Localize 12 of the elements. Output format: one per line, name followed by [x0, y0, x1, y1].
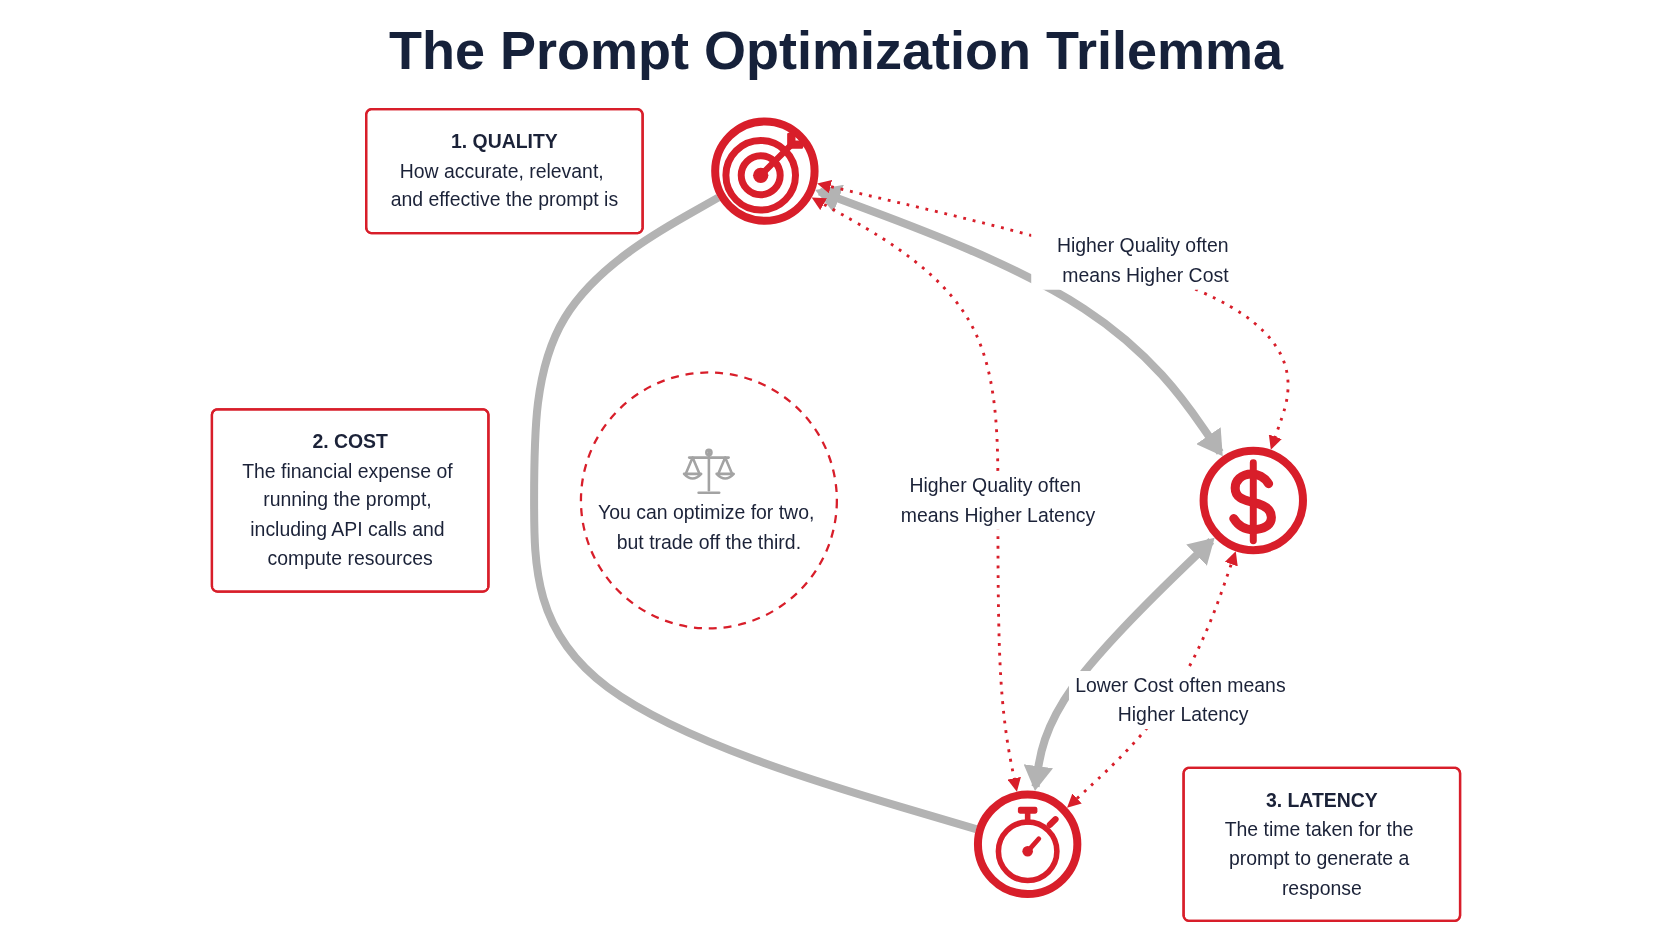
connector-line: [530, 194, 978, 833]
node-circle: You can optimize for two, but trade off the third.: [579, 371, 838, 630]
node-circle: [1199, 446, 1307, 555]
double-arrow: [815, 184, 1224, 457]
node-circle: [711, 117, 819, 225]
edge-label: Lower Cost often means Higher Latency: [1075, 674, 1286, 726]
edge-label: Higher Quality often means Higher Cost: [1056, 234, 1229, 286]
double-arrow: [1023, 537, 1215, 792]
node-circle: [973, 790, 1082, 898]
title: The Prompt Optimization Trilemma: [387, 19, 1285, 82]
edge-label: Higher Quality often means Higher Latency: [900, 474, 1096, 526]
double-arrow: [811, 197, 1021, 792]
